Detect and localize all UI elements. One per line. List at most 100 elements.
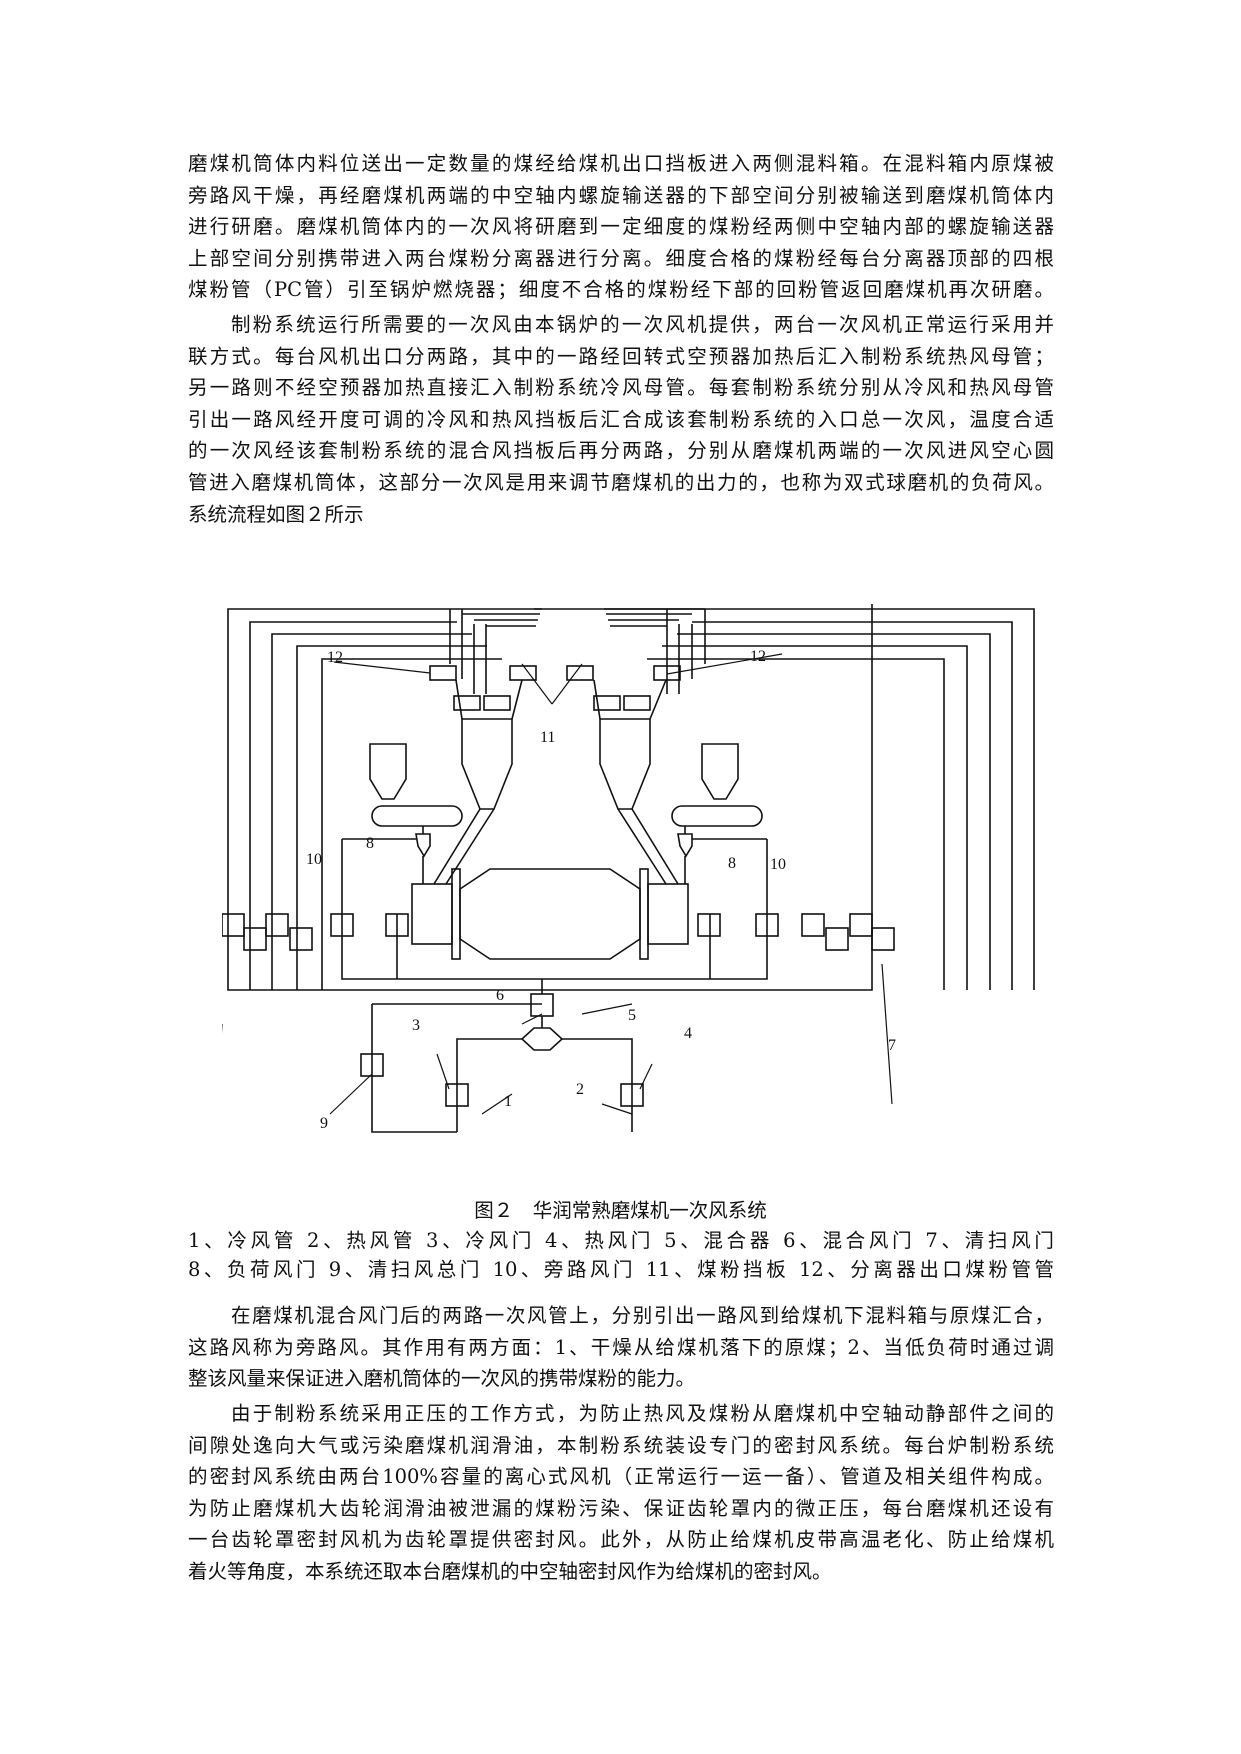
pc-gate-right-3 — [623, 695, 651, 711]
classifier-left-top — [455, 679, 523, 720]
label-8-right: 8 — [728, 855, 736, 872]
purge-damper-l3 — [265, 913, 289, 937]
purge-damper-l1 — [222, 913, 245, 937]
label-12-left: 12 — [327, 649, 343, 666]
mix-box-right — [677, 833, 693, 858]
purge-main — [371, 1003, 542, 1133]
duct-outer-right — [534, 608, 1035, 990]
feeder-left — [371, 805, 463, 827]
purge-damper-r1 — [801, 913, 825, 937]
label-10-right: 10 — [770, 856, 786, 873]
text-line: 在磨煤机混合风门后的两路一次风管上，分别引出一路风到给煤机下混料箱与原煤汇合， — [231, 1304, 1054, 1327]
label-8-left: 8 — [366, 835, 374, 852]
label-12-right: 12 — [750, 648, 766, 665]
purge-damper-r3 — [849, 913, 873, 937]
pc-gate-left-1 — [429, 665, 457, 681]
label-11: 11 — [540, 729, 555, 746]
legend-item: 6、混合风门 — [783, 1229, 916, 1252]
label-7-right: 7 — [888, 1037, 896, 1054]
duct-outer-loop — [227, 604, 873, 991]
legend-row-1: 1、冷风管 2、热风管 3、冷风门 4、热风门 5、混合器 6、混合风门 7、清… — [188, 1226, 1054, 1255]
label-5: 5 — [628, 1007, 636, 1024]
legend-item: 1、冷风管 — [188, 1229, 298, 1252]
classifier-right — [599, 718, 651, 810]
purge-damper-l2 — [243, 927, 267, 951]
return-right — [617, 808, 679, 885]
classifier-left — [461, 718, 513, 810]
figure-caption: 图２ 华润常熟磨煤机一次风系统 — [474, 1199, 767, 1222]
duct-right-5 — [647, 658, 945, 990]
duct-left-5 — [321, 658, 502, 990]
legend-item: 11、煤粉挡板 — [645, 1258, 790, 1281]
text-line: 上部空间分别携带进入两台煤粉分离器进行分离。细度合格的煤粉经每台分离器顶部的四根 — [188, 246, 1054, 270]
label-4: 4 — [684, 1025, 692, 1042]
pc-burner-left — [450, 608, 542, 627]
load-damper-right — [697, 913, 721, 937]
pc-gate-left-3 — [483, 695, 511, 711]
mix-box-left — [415, 833, 431, 858]
mix-feeds — [456, 1016, 633, 1132]
text-line: 由于制粉系统采用正压的工作方式，为防止热风及煤粉从磨煤机中空轴动静部件之间的 — [231, 1402, 1054, 1425]
text-line: 着火等角度，本系统还取本台磨煤机的中空轴密封风作为给煤机的密封风。 — [188, 1559, 832, 1583]
hopper-right — [701, 743, 739, 800]
text-line: 间隙处逸向大气或污染磨煤机润滑油，本制粉系统装设专门的密封风系统。每台炉制粉系统 — [188, 1433, 1054, 1457]
duct-right-3 — [677, 633, 991, 990]
text-line: 这路风称为旁路风。其作用有两方面：1、干燥从给煤机落下的原煤；2、当低负荷时通过… — [188, 1335, 1054, 1359]
legend-item: 5、混合器 — [664, 1229, 774, 1252]
label-3: 3 — [412, 1017, 420, 1034]
primary-air-system-diagram: 12 12 11 10 10 8 8 7 7 6 5 4 3 2 1 9 — [222, 584, 1042, 1190]
text-line: 引出一路风经开度可调的冷风和热风挡板后汇合成该套制粉系统的入口总一次风，温度合适 — [188, 407, 1054, 431]
legend-line: 8、负荷风门 9、清扫风总门 10、旁路风门 11、煤粉挡板 12、分离器出口煤… — [188, 1255, 1054, 1284]
duct-right-2 — [692, 621, 1013, 990]
legend-item: 3、冷风门 — [426, 1229, 536, 1252]
pc-gate-left-2 — [453, 695, 481, 711]
leader-lines — [222, 653, 893, 1115]
duct-loop-3 — [271, 633, 472, 990]
text-line: 另一路则不经空预器加热直接汇入制粉系统冷风母管。每套制粉系统分别从冷风和热风母管 — [188, 376, 1054, 400]
load-damper-left — [385, 913, 409, 937]
text-line: 磨煤机筒体内料位送出一定数量的煤经给煤机出口挡板进入两侧混料箱。在混料箱内原煤被 — [188, 152, 1054, 175]
text-line: 整该风量来保证进入磨机筒体的一次风的携带煤粉的能力。 — [188, 1367, 696, 1391]
purge-main-damper — [360, 1053, 384, 1077]
load-air-pipe — [341, 839, 768, 980]
legend-item: 10、旁路风门 — [492, 1258, 637, 1281]
pc-pipes-right — [666, 609, 706, 694]
text-line: 旁路风干燥，再经磨煤机两端的中空轴内螺旋输送器的下部空间分别被输送到磨煤机筒体内 — [188, 183, 1054, 207]
paragraph-4: 由于制粉系统采用正压的工作方式，为防止热风及煤粉从磨煤机中空轴动静部件之间的 间… — [188, 1398, 1054, 1588]
legend-item: 12、分离器出口煤粉管管 — [798, 1258, 1054, 1281]
text-line: 的密封风系统由两台100%容量的离心式风机（正常运行一运一备）、管道及相关组件构… — [188, 1465, 1054, 1489]
text-line: 进行研磨。磨煤机筒体内的一次风将研磨到一定细度的煤粉经两侧中空轴内部的螺旋输送器 — [188, 215, 1054, 239]
label-6: 6 — [496, 987, 504, 1004]
mix-damper — [530, 993, 554, 1017]
legend-line: 1、冷风管 2、热风管 3、冷风门 4、热风门 5、混合器 6、混合风门 7、清… — [188, 1226, 1054, 1255]
bypass-damper-right — [755, 913, 779, 937]
text-line: 一台齿轮罩密封风机为齿轮罩提供密封风。此外，从防止给煤机皮带高温老化、防止给煤机 — [188, 1528, 1054, 1552]
legend-item: 4、热风门 — [545, 1229, 655, 1252]
paragraph-2: 制粉系统运行所需要的一次风由本锅炉的一次风机提供，两台一次风机正常运行采用并 联… — [188, 309, 1054, 530]
mill-journal-right — [647, 883, 689, 945]
duct-loop-4 — [296, 645, 487, 990]
duct-loop-2 — [249, 621, 457, 990]
legend-item: 2、热风管 — [307, 1229, 417, 1252]
feeder-right — [671, 805, 763, 827]
text-line: 管进入磨煤机筒体，这部分一次风是用来调节磨煤机的出力的，也称为双式球磨机的负荷风… — [188, 470, 1054, 494]
legend-item: 8、负荷风门 — [188, 1258, 320, 1281]
text-line: 的一次风经该套制粉系统的混合风挡板后再分两路，分别从磨煤机两端的一次风进风空心圆 — [188, 439, 1054, 463]
mill-flange-left — [451, 868, 461, 960]
paragraph-1: 磨煤机筒体内料位送出一定数量的煤经给煤机出口挡板进入两侧混料箱。在混料箱内原煤被… — [188, 148, 1054, 306]
label-9: 9 — [320, 1115, 328, 1132]
text-line: 煤粉管（PC管）引至锅炉燃烧器；细度不合格的煤粉经下部的回粉管返回磨煤机再次研磨… — [188, 278, 1054, 302]
pc-burner-right — [604, 608, 705, 627]
pc-gate-right-4 — [653, 665, 681, 681]
text-line: 系统流程如图２所示 — [188, 502, 364, 526]
classifier-right-top — [593, 679, 667, 720]
text-line: 联方式。每台风机出口分两路，其中的一路经回转式空预器加热后汇入制粉系统热风母管； — [188, 344, 1054, 368]
mill-flange-right — [639, 868, 649, 960]
purge-damper-l4 — [289, 927, 313, 951]
legend-item: 7、清扫风门 — [925, 1229, 1054, 1252]
label-1: 1 — [504, 1093, 512, 1110]
text-line: 制粉系统运行所需要的一次风由本锅炉的一次风机提供，两台一次风机正常运行采用并 — [231, 313, 1054, 336]
legend-row-2: 8、负荷风门 9、清扫风总门 10、旁路风门 11、煤粉挡板 12、分离器出口煤… — [188, 1255, 1054, 1284]
paragraph-3: 在磨煤机混合风门后的两路一次风管上，分别引出一路风到给煤机下混料箱与原煤汇合， … — [188, 1300, 1054, 1395]
